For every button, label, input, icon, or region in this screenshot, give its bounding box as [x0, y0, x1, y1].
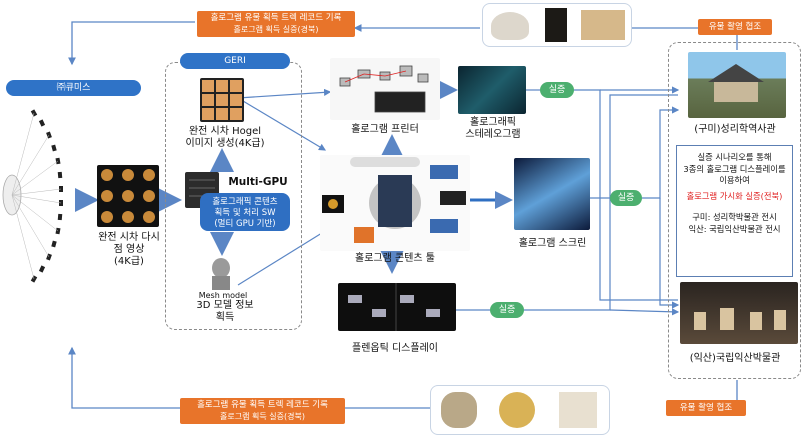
- info-line3: 이용하여: [719, 175, 750, 185]
- crown-piece-photo: [559, 392, 597, 428]
- top-artifact-photos: [482, 3, 632, 47]
- planoptic-display-image: [338, 283, 456, 331]
- gold-coin-photo: [499, 392, 535, 428]
- company-label: ㈜큐미스: [6, 80, 141, 96]
- camera-array-illustration: [2, 109, 63, 283]
- multi-view-label-line3: (4K급): [114, 256, 144, 267]
- verify-badge-3: 실증: [490, 302, 524, 318]
- stereogram-line1: 홀로그래픽: [470, 117, 516, 128]
- crown-photo: [545, 8, 567, 42]
- verify-badge-2: 실증: [610, 190, 642, 206]
- museum-top-photo: [688, 52, 786, 118]
- bottom-record-banner: 홀로그램 유물 획득 트렉 레코드 기록 홀로그램 획득 실증(경북): [180, 398, 345, 424]
- hogel-label-line2: 이미지 생성(4K급): [185, 138, 265, 149]
- multi-gpu-label: Multi-GPU: [228, 176, 288, 188]
- multi-view-label-line2: 점 영상: [113, 244, 145, 255]
- mesh-model-image: [206, 258, 236, 290]
- planoptic-label: 플렌옵틱 디스플레이: [352, 343, 438, 354]
- contents-tool-diagram: [320, 155, 470, 251]
- info-line5: 구미: 성리학박물관 전시: [692, 212, 777, 222]
- model-3d-line1: 3D 모델 정보: [196, 300, 254, 311]
- stereogram-image: [458, 66, 526, 114]
- info-highlight: 홀로그램 가시화 실증(전북): [686, 190, 783, 201]
- hologram-screen-image: [514, 158, 590, 230]
- multi-view-label-line1: 완전 시차 다시: [98, 232, 160, 243]
- top-banner-line1: 홀로그램 유물 획득 트렉 레코드 기록: [210, 13, 342, 23]
- top-record-banner: 홀로그램 유물 획득 트렉 레코드 기록 홀로그램 획득 실증(경북): [197, 11, 355, 37]
- model-3d-line2: 획득: [215, 312, 235, 323]
- hogel-label-line1: 완전 시차 Hogel: [188, 126, 262, 137]
- hologram-printer-diagram: [330, 58, 440, 120]
- contents-sw-box: 홀로그래픽 콘텐츠 획득 및 처리 SW (멀티 GPU 기반): [200, 193, 290, 231]
- verification-info-box: 실증 시나리오를 통해 3종의 홀로그램 디스플레이를 이용하여 홀로그램 가시…: [676, 145, 793, 277]
- mesh-model-label: Mesh model: [198, 291, 248, 300]
- museum-bottom-label: (익산)국립익산박물관: [689, 353, 781, 364]
- hogel-label: 완전 시차 Hogel 이미지 생성(4K급): [170, 126, 280, 150]
- stone-head-photo: [441, 392, 477, 428]
- museum-bottom-photo: [680, 282, 798, 344]
- info-line6: 익산: 국립익산박물관 전시: [688, 223, 781, 234]
- stereogram-label: 홀로그래픽 스테레오그램: [448, 117, 538, 141]
- cooperation-top: 유물 촬영 협조: [698, 19, 772, 35]
- screen-label: 홀로그램 스크린: [518, 238, 587, 249]
- sw-label-line3: (멀티 GPU 기반): [214, 219, 276, 229]
- stereogram-line2: 스테레오그램: [465, 129, 521, 140]
- bottom-banner-line1: 홀로그램 유물 획득 트렉 레코드 기록: [197, 400, 328, 410]
- sw-label-line1: 홀로그래픽 콘텐츠: [212, 197, 278, 207]
- bottom-artifact-photos: [430, 385, 610, 435]
- sw-label-line2: 획득 및 처리 SW: [214, 208, 276, 218]
- multi-view-images: [97, 165, 159, 227]
- hogel-image: [200, 78, 244, 122]
- info-line2: 3종의 홀로그램 디스플레이를: [683, 163, 786, 174]
- model-3d-label: 3D 모델 정보 획득: [180, 300, 270, 324]
- multi-view-label: 완전 시차 다시 점 영상 (4K급): [88, 232, 170, 268]
- document-photo: [581, 10, 625, 40]
- printer-label: 홀로그램 프린터: [351, 124, 419, 135]
- geri-label: GERI: [180, 53, 290, 69]
- bottom-banner-line2: 홀로그램 획득 실증(경북): [220, 412, 305, 421]
- cooperation-bottom: 유물 촬영 협조: [666, 400, 746, 416]
- info-line1: 실증 시나리오를 통해: [697, 152, 772, 162]
- jar-photo: [491, 12, 529, 40]
- museum-top-label: (구미)성리학역사관: [694, 124, 776, 135]
- museum-panel: [668, 42, 801, 379]
- contents-tool-label: 홀로그램 콘텐츠 툴: [355, 253, 435, 264]
- top-banner-line2: 홀로그램 획득 실증(경북): [233, 25, 319, 34]
- verify-badge-1: 실증: [540, 82, 574, 98]
